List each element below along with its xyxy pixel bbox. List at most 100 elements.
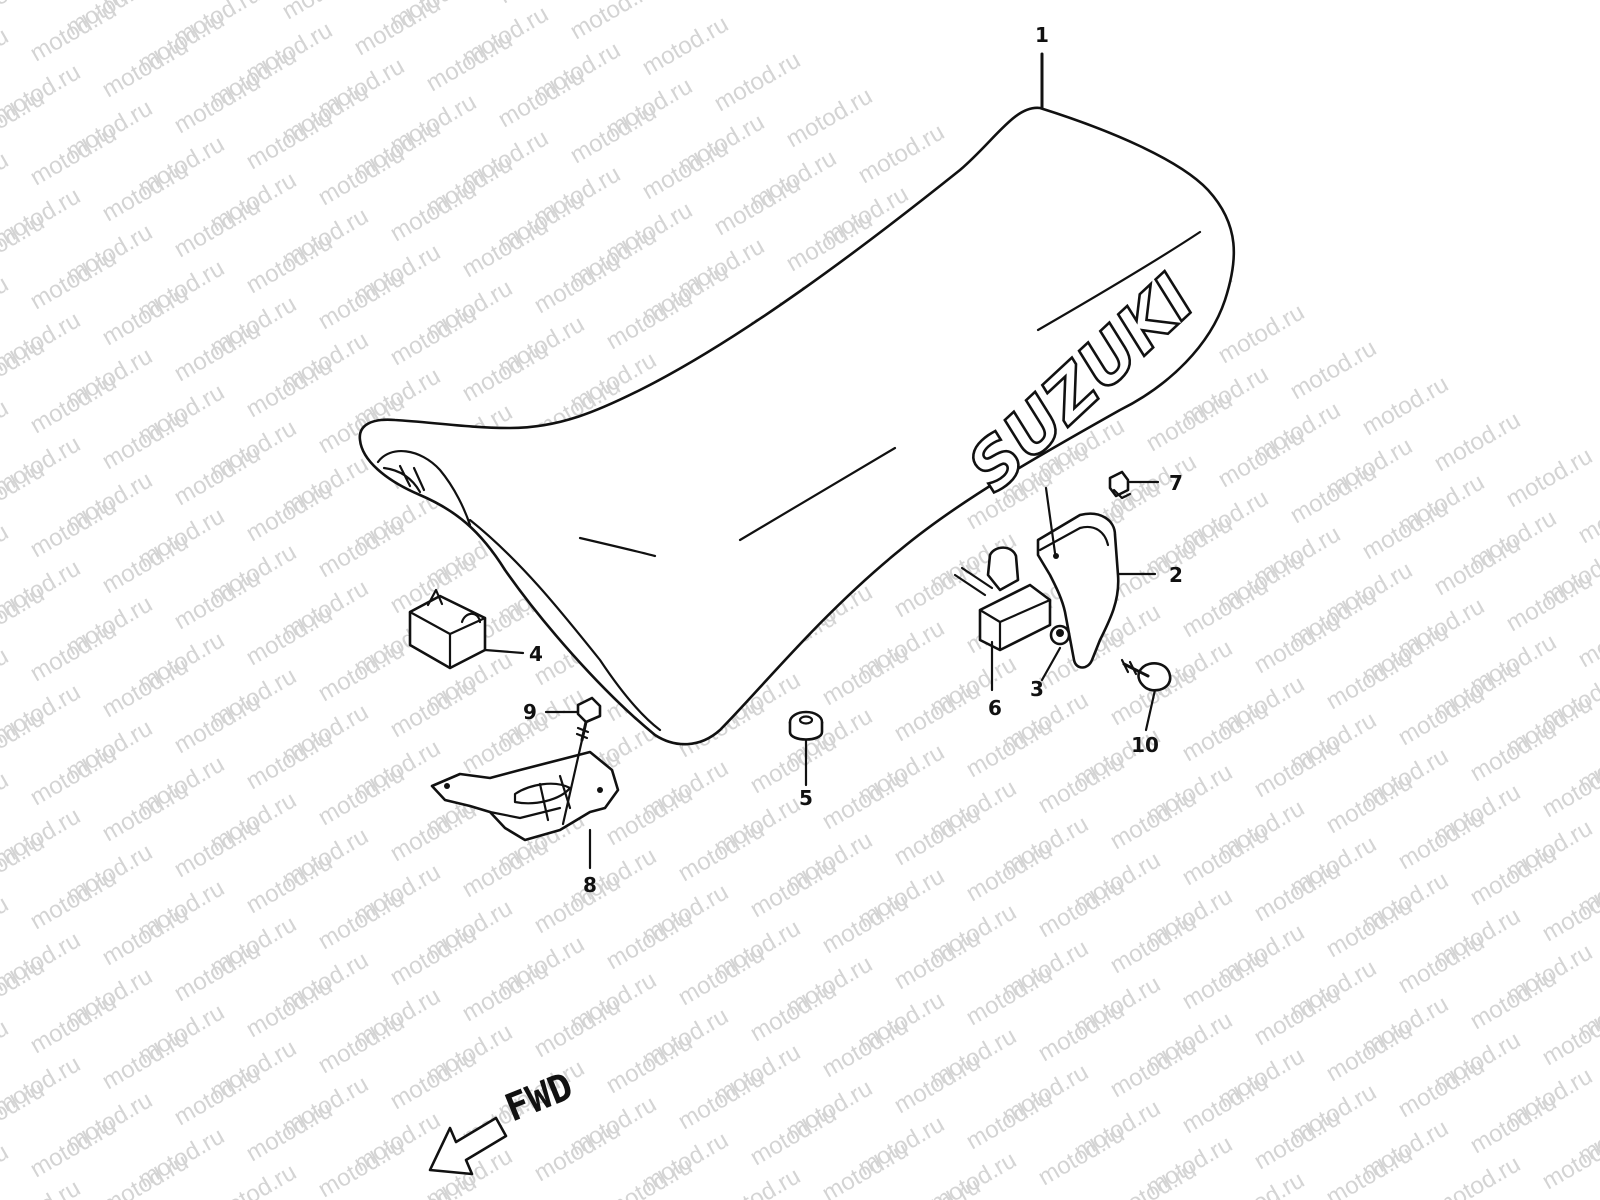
watermark-text: motod.ru [890, 1048, 986, 1119]
watermark-text: motod.ru [26, 368, 122, 439]
callout-2: 2 [1169, 563, 1183, 587]
watermark-text: motod.ru [26, 864, 122, 935]
forward-arrow-icon [428, 1116, 508, 1176]
watermark-text: motod.ru [386, 920, 482, 991]
watermark-text: motod.ru [242, 724, 338, 795]
watermark-text: motod.ru [386, 1044, 482, 1115]
seat-tail-contour [376, 450, 472, 527]
watermark-text: motod.ru [386, 672, 482, 743]
watermark-text: motod.ru [1322, 1140, 1418, 1200]
watermark-text: motod.ru [1178, 696, 1274, 767]
seat-seam-rear-1 [578, 536, 657, 558]
watermark-text: motod.ru [386, 796, 482, 867]
watermark-text: motod.ru [314, 512, 410, 583]
watermark-text: motod.ru [314, 760, 410, 831]
watermark-text: motod.ru [1250, 980, 1346, 1051]
watermark-text: motod.ru [242, 352, 338, 423]
watermark-text: motod.ru [26, 988, 122, 1059]
watermark-text: motod.ru [0, 1138, 13, 1200]
watermark-text: motod.ru [1106, 536, 1202, 607]
watermark-text: motod.ru [26, 1112, 122, 1183]
watermark-text: motod.ru [0, 766, 13, 837]
watermark-text: motod.ru [530, 992, 626, 1063]
watermark-text: motod.ru [890, 676, 986, 747]
watermark-text: motod.ru [422, 26, 518, 97]
watermark-text: motod.ru [1106, 1156, 1202, 1200]
watermark-text: motod.ru [98, 404, 194, 475]
watermark-text: motod.ru [818, 1012, 914, 1083]
watermark-text: motod.ru [962, 836, 1058, 907]
watermark-text: motod.ru [242, 848, 338, 919]
watermark-text: motod.ru [1358, 494, 1454, 565]
watermark-text: motod.ru [26, 244, 122, 315]
watermark-text: motod.ru [242, 600, 338, 671]
watermark-text: motod.ru [1034, 748, 1130, 819]
seat-seam-rear-2 [738, 446, 897, 542]
leader-lines [483, 52, 1160, 870]
watermark-text: motod.ru [350, 0, 446, 61]
watermark-text: motod.ru [1178, 1068, 1274, 1139]
watermark-text: motod.ru [854, 118, 950, 189]
watermark-text: motod.ru [1142, 386, 1238, 457]
watermark-text: motod.ru [746, 728, 842, 799]
callout-5: 5 [799, 786, 813, 810]
watermark-text: motod.ru [1034, 996, 1130, 1067]
watermark-text: motod.ru [1106, 784, 1202, 855]
watermark-text: motod.ru [890, 552, 986, 623]
watermark-text: motod.ru [1250, 608, 1346, 679]
callout-4: 4 [529, 642, 543, 666]
watermark-text: motod.ru [26, 492, 122, 563]
watermark-text: motod.ru [1286, 458, 1382, 529]
watermark-text: motod.ru [170, 812, 266, 883]
watermark-text: motod.ru [26, 740, 122, 811]
watermark-text: motod.ru [170, 564, 266, 635]
watermark-text: motod.ru [962, 712, 1058, 783]
callout-9: 9 [523, 700, 537, 724]
watermark-text: motod.ru [1502, 566, 1598, 637]
watermark-text: motod.ru [98, 1148, 194, 1200]
watermark-text: motod.ru [98, 1024, 194, 1095]
watermark-text: motod.ru [818, 640, 914, 711]
watermark-text: motod.ru [170, 1060, 266, 1131]
watermark-text: motod.ru [1394, 928, 1490, 999]
seat-outline [358, 106, 1236, 746]
watermark-text: motod.ru [602, 904, 698, 975]
watermark-text: motod.ru [314, 264, 410, 335]
seat-tail-fold [382, 464, 426, 494]
watermark-text: motod.ru [602, 284, 698, 355]
watermark-text: motod.ru [0, 270, 13, 341]
watermark-text: motod.ru [602, 1028, 698, 1099]
watermark-text: motod.ru [0, 146, 13, 217]
watermark-text: motod.ru [314, 1132, 410, 1200]
watermark-text: motod.ru [530, 868, 626, 939]
watermark-text: motod.ru [98, 776, 194, 847]
bracket-hole [1053, 553, 1059, 559]
watermark-text: motod.ru [98, 32, 194, 103]
watermark-text: motod.ru [1466, 716, 1562, 787]
watermark-text: motod.ru [1394, 680, 1490, 751]
watermark-text: motod.ru [98, 280, 194, 351]
watermark-text: motod.ru [170, 68, 266, 139]
watermark-text: motod.ru [1322, 1016, 1418, 1087]
watermark-text: motod.ru [98, 528, 194, 599]
watermark-text: motod.ru [0, 22, 13, 93]
watermark-text: motod.ru [962, 960, 1058, 1031]
watermark-text: motod.ru [1574, 478, 1600, 549]
watermark-text: motod.ru [242, 228, 338, 299]
callout-3: 3 [1030, 677, 1044, 701]
watermark-text: motod.ru [710, 46, 806, 117]
watermark-text: motod.ru [242, 104, 338, 175]
watermark-text: motod.ru [242, 972, 338, 1043]
watermark-text: motod.ru [0, 1014, 13, 1085]
watermark-text: motod.ru [1106, 1032, 1202, 1103]
watermark-text: motod.ru [170, 688, 266, 759]
callout-1: 1 [1035, 23, 1049, 47]
watermark-text: motod.ru [602, 1152, 698, 1200]
watermark-text: motod.ru [1178, 944, 1274, 1015]
watermark-text: motod.ru [1178, 820, 1274, 891]
watermark-text: motod.ru [1250, 1104, 1346, 1175]
watermark-text: motod.ru [1502, 442, 1598, 513]
watermark-text: motod.ru [1466, 964, 1562, 1035]
watermark-text: motod.ru [890, 800, 986, 871]
bracket-flange [1038, 525, 1110, 552]
